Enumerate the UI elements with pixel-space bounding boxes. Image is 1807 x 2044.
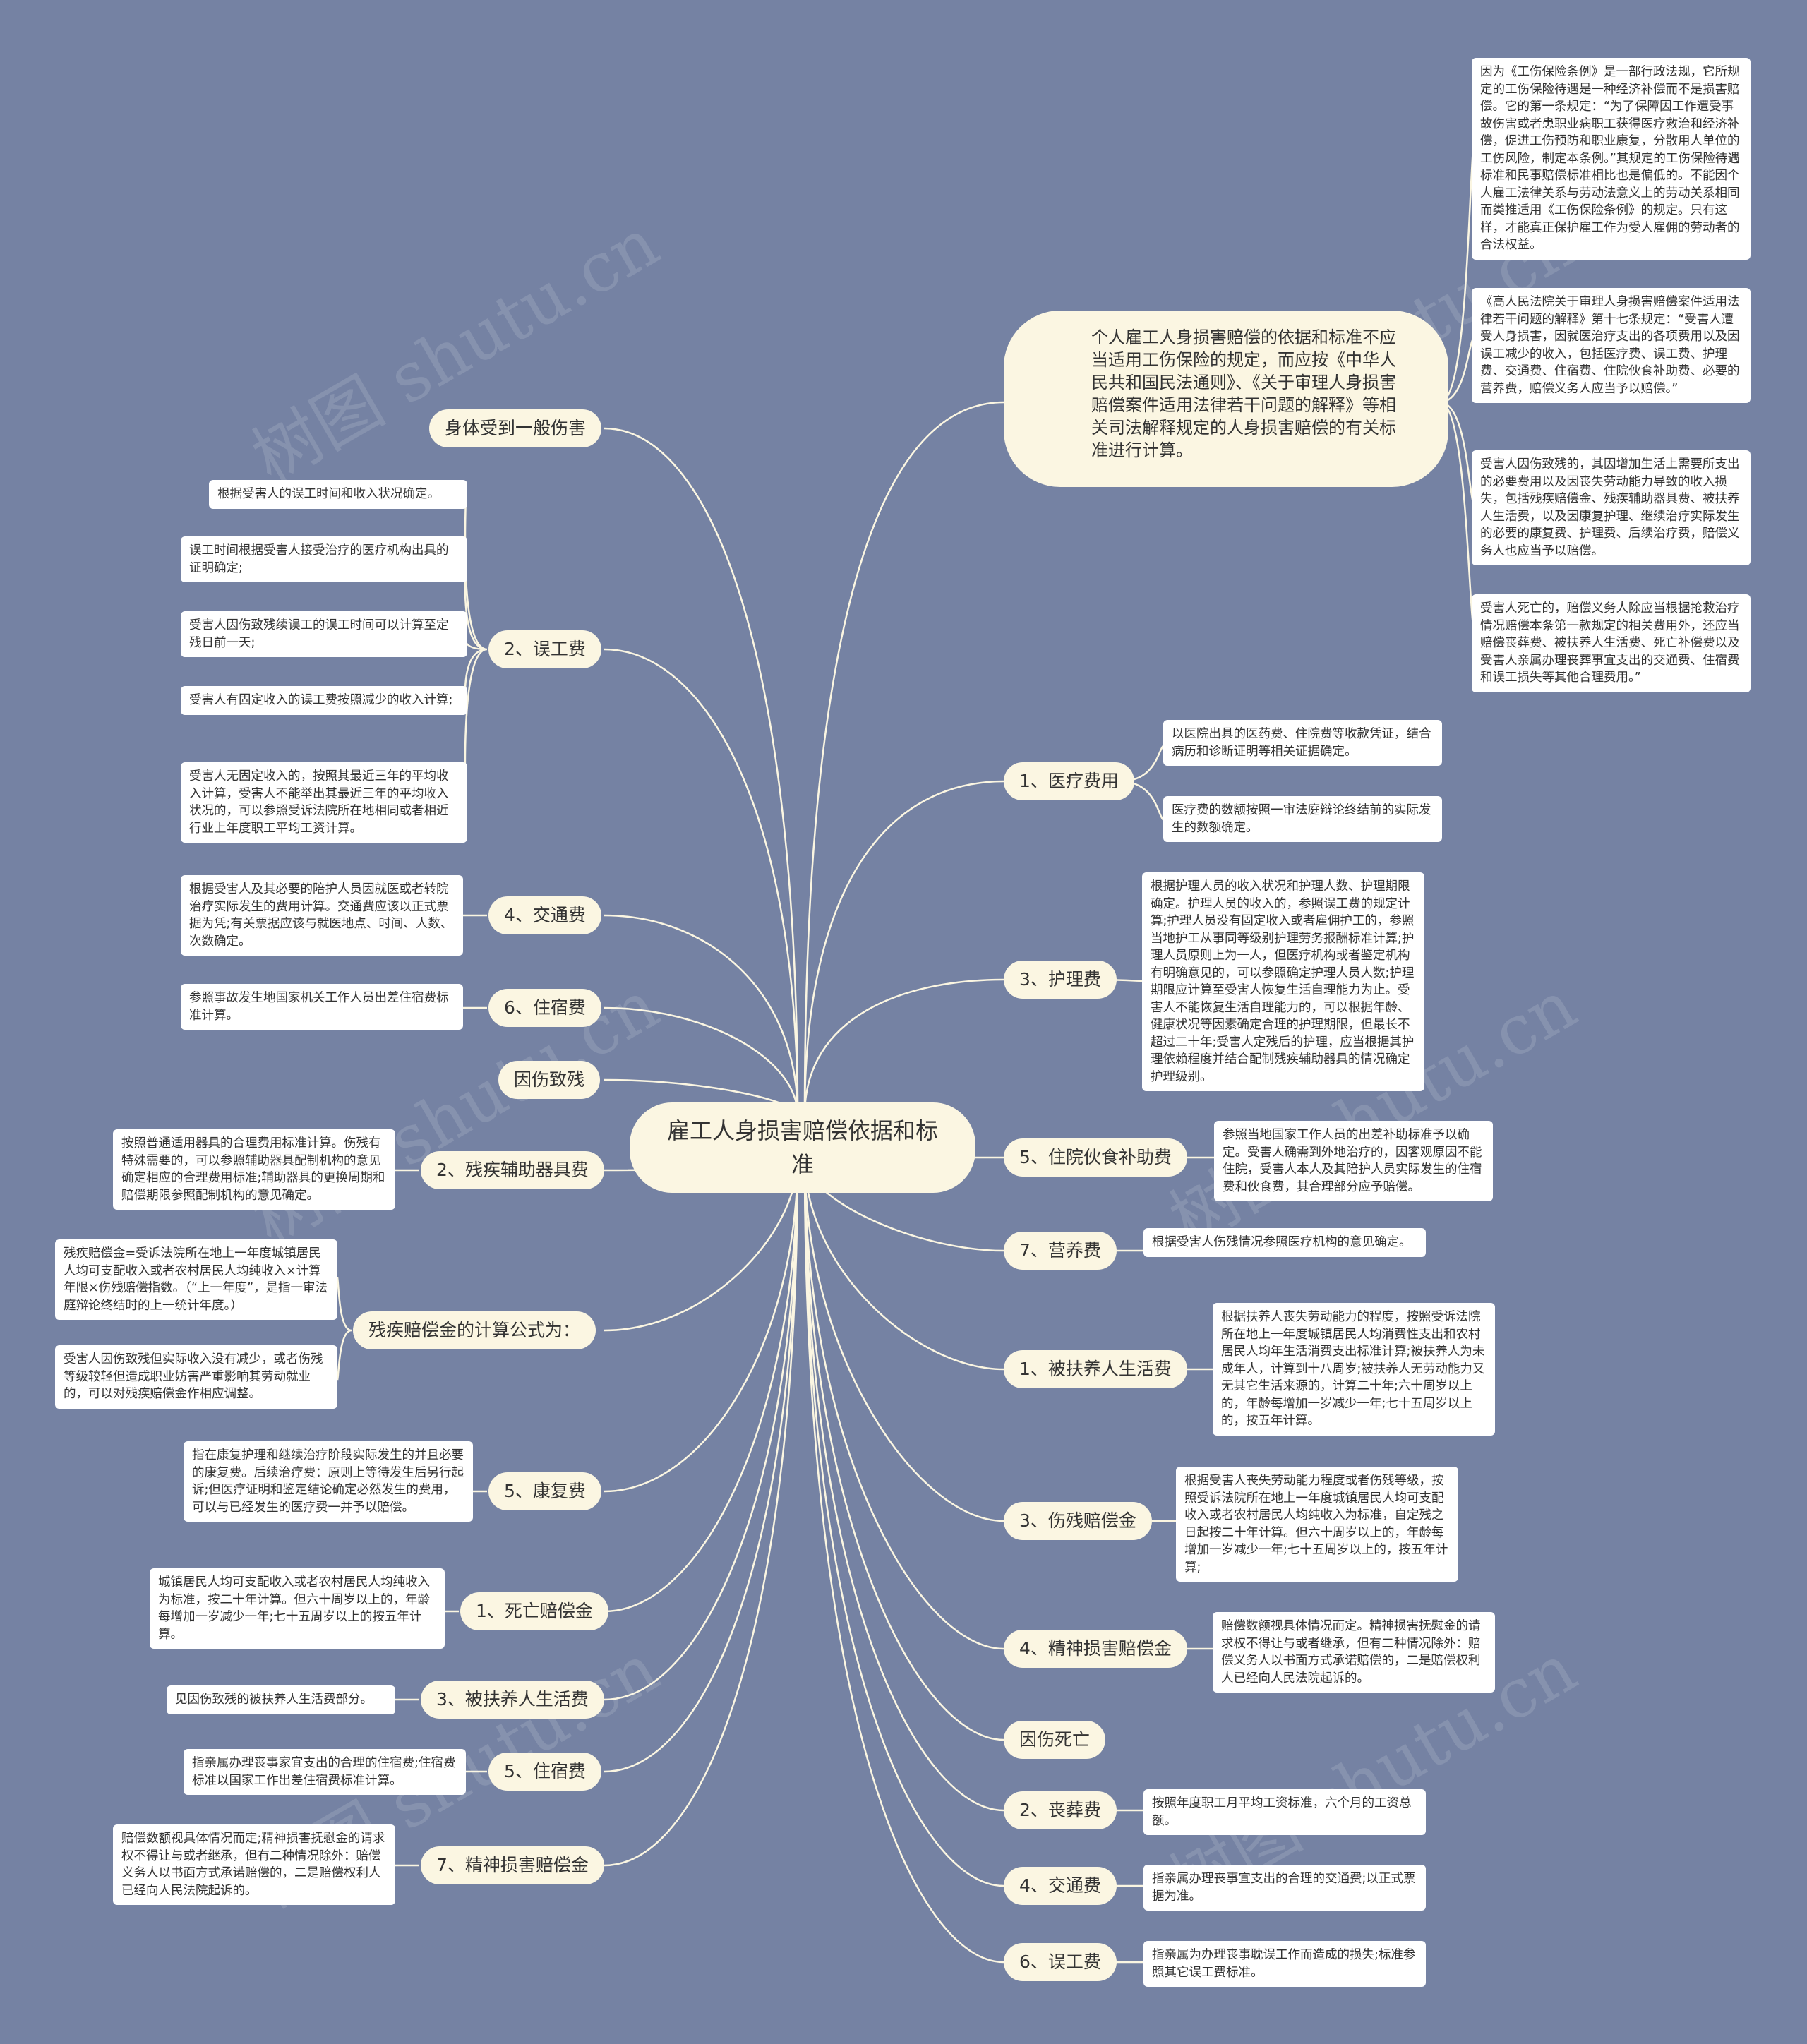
branch-disability[interactable]: 因伤致残 <box>498 1061 601 1099</box>
branch-traffic[interactable]: 4、交通费 <box>488 896 601 934</box>
lost-work-note-3: 受害人因伤致残续误工的误工时间可以计算至定残日前一天; <box>181 611 467 657</box>
dependents-left-note: 见因伤致残的被扶养人生活费部分。 <box>167 1685 395 1714</box>
disability-comp-note: 根据受害人丧失劳动能力程度或者伤残等级，按照受诉法院所在地上一年度城镇居民人均可… <box>1176 1467 1458 1582</box>
dependents-note: 根据扶养人丧失劳动能力的程度，按照受诉法院所在地上一年度城镇居民人均消费性支出和… <box>1213 1303 1495 1436</box>
lodging-death-note: 指亲属办理丧事家宜支出的合理的住宿费;住宿费标准以国家工作出差住宿费标准计算。 <box>184 1749 466 1795</box>
branch-death[interactable]: 因伤死亡 <box>1004 1721 1106 1759</box>
branch-dependents-left[interactable]: 3、被扶养人生活费 <box>421 1681 604 1719</box>
branch-mental[interactable]: 4、精神损害赔偿金 <box>1004 1630 1187 1668</box>
traffic-note: 根据受害人及其必要的陪护人员因就医或者转院治疗实际发生的费用计算。交通费应该以正… <box>181 875 463 956</box>
summary-note-4: 受害人死亡的，赔偿义务人除应当根据抢救治疗情况赔偿本条第一款规定的相关费用外，还… <box>1472 594 1751 692</box>
summary-note-3: 受害人因伤致残的，其因增加生活上需要所支出的必要费用以及因丧失劳动能力导致的收入… <box>1472 450 1751 565</box>
meal-note: 参照当地国家工作人员的出差补助标准予以确定。受害人确需到外地治疗的，因客观原因不… <box>1214 1121 1493 1201</box>
branch-lodging[interactable]: 6、住宿费 <box>488 989 601 1027</box>
branch-death-comp[interactable]: 1、死亡赔偿金 <box>460 1592 608 1630</box>
medical-note-2: 医疗费的数额按照一审法庭辩论终结前的实际发生的数额确定。 <box>1163 796 1442 842</box>
mental-note: 赔偿数额视具体情况而定。精神损害抚慰金的请求权不得让与或者继承，但有二种情况除外… <box>1213 1612 1495 1693</box>
mental-left-note: 赔偿数额视具体情况而定;精神损害抚慰金的请求权不得让与或者继承，但有二种情况除外… <box>113 1824 395 1905</box>
medical-note-1: 以医院出具的医药费、住院费等收款凭证，结合病历和诊断证明等相关证据确定。 <box>1163 720 1442 766</box>
root-topic[interactable]: 雇工人身损害赔偿依据和标准 <box>630 1102 975 1193</box>
branch-general-injury[interactable]: 身体受到一般伤害 <box>429 409 602 447</box>
aids-note: 按照普通适用器具的合理费用标准计算。伤残有特殊需要的，可以参照辅助器具配制机构的… <box>113 1129 395 1210</box>
rehab-note: 指在康复护理和继续治疗阶段实际发生的并且必要的康复费。后续治疗费：原则上等待发生… <box>184 1441 473 1522</box>
branch-lodging-death[interactable]: 5、住宿费 <box>488 1753 601 1791</box>
branch-aids[interactable]: 2、残疾辅助器具费 <box>421 1151 604 1189</box>
branch-dependents[interactable]: 1、被扶养人生活费 <box>1004 1350 1187 1388</box>
branch-medical[interactable]: 1、医疗费用 <box>1004 762 1134 800</box>
funeral-note: 按照年度职工月平均工资标准，六个月的工资总额。 <box>1143 1789 1426 1835</box>
lodging-note: 参照事故发生地国家机关工作人员出差住宿费标准计算。 <box>181 984 463 1030</box>
branch-rehab[interactable]: 5、康复费 <box>488 1472 601 1510</box>
nursing-note: 根据护理人员的收入状况和护理人数、护理期限确定。护理人员的收入的，参照误工费的规… <box>1142 872 1424 1091</box>
branch-death-traffic[interactable]: 4、交通费 <box>1004 1867 1117 1905</box>
lost-work-note-2: 误工时间根据受害人接受治疗的医疗机构出具的证明确定; <box>181 536 467 582</box>
summary-note-2: 《高人民法院关于审理人身损害赔偿案件适用法律若干问题的解释》第十七条规定：“受害… <box>1472 288 1751 403</box>
branch-nursing[interactable]: 3、护理费 <box>1004 961 1117 999</box>
lost-work-note-1: 根据受害人的误工时间和收入状况确定。 <box>209 480 467 509</box>
death-traffic-note: 指亲属办理丧事宜支出的合理的交通费;以正式票据为准。 <box>1143 1865 1426 1911</box>
branch-funeral[interactable]: 2、丧葬费 <box>1004 1791 1117 1829</box>
formula-note-2: 受害人因伤致残但实际收入没有减少，或者伤残等级较轻但造成职业妨害严重影响其劳动就… <box>55 1345 337 1409</box>
summary-node[interactable]: 个人雇工人身损害赔偿的依据和标准不应当适用工伤保险的规定，而应按《中华人民共和国… <box>1004 311 1448 487</box>
branch-meal[interactable]: 5、住院伙食补助费 <box>1004 1138 1187 1177</box>
lost-work-note-4: 受害人有固定收入的误工费按照减少的收入计算; <box>181 686 467 715</box>
death-comp-note: 城镇居民人均可支配收入或者农村居民人均纯收入为标准，按二十年计算。但六十周岁以上… <box>150 1568 445 1649</box>
branch-formula[interactable]: 残疾赔偿金的计算公式为： <box>353 1311 596 1349</box>
nutrition-note: 根据受害人伤残情况参照医疗机构的意见确定。 <box>1143 1228 1426 1257</box>
summary-note-1: 因为《工伤保险条例》是一部行政法规，它所规定的工伤保险待遇是一种经济补偿而不是损… <box>1472 58 1751 260</box>
branch-mental-left[interactable]: 7、精神损害赔偿金 <box>421 1846 604 1884</box>
lost-work-note-5: 受害人无固定收入的，按照其最近三年的平均收入计算，受害人不能举出其最近三年的平均… <box>181 762 467 843</box>
death-lost-work-note: 指亲属为办理丧事耽误工作而造成的损失;标准参照其它误工费标准。 <box>1143 1941 1426 1987</box>
branch-nutrition[interactable]: 7、营养费 <box>1004 1232 1117 1270</box>
branch-lost-work[interactable]: 2、误工费 <box>488 630 601 668</box>
formula-note-1: 残疾赔偿金=受诉法院所在地上一年度城镇居民人均可支配收入或者农村居民人均纯收入×… <box>55 1239 337 1320</box>
branch-disability-comp[interactable]: 3、伤残赔偿金 <box>1004 1502 1152 1540</box>
branch-death-lost-work[interactable]: 6、误工费 <box>1004 1943 1117 1981</box>
